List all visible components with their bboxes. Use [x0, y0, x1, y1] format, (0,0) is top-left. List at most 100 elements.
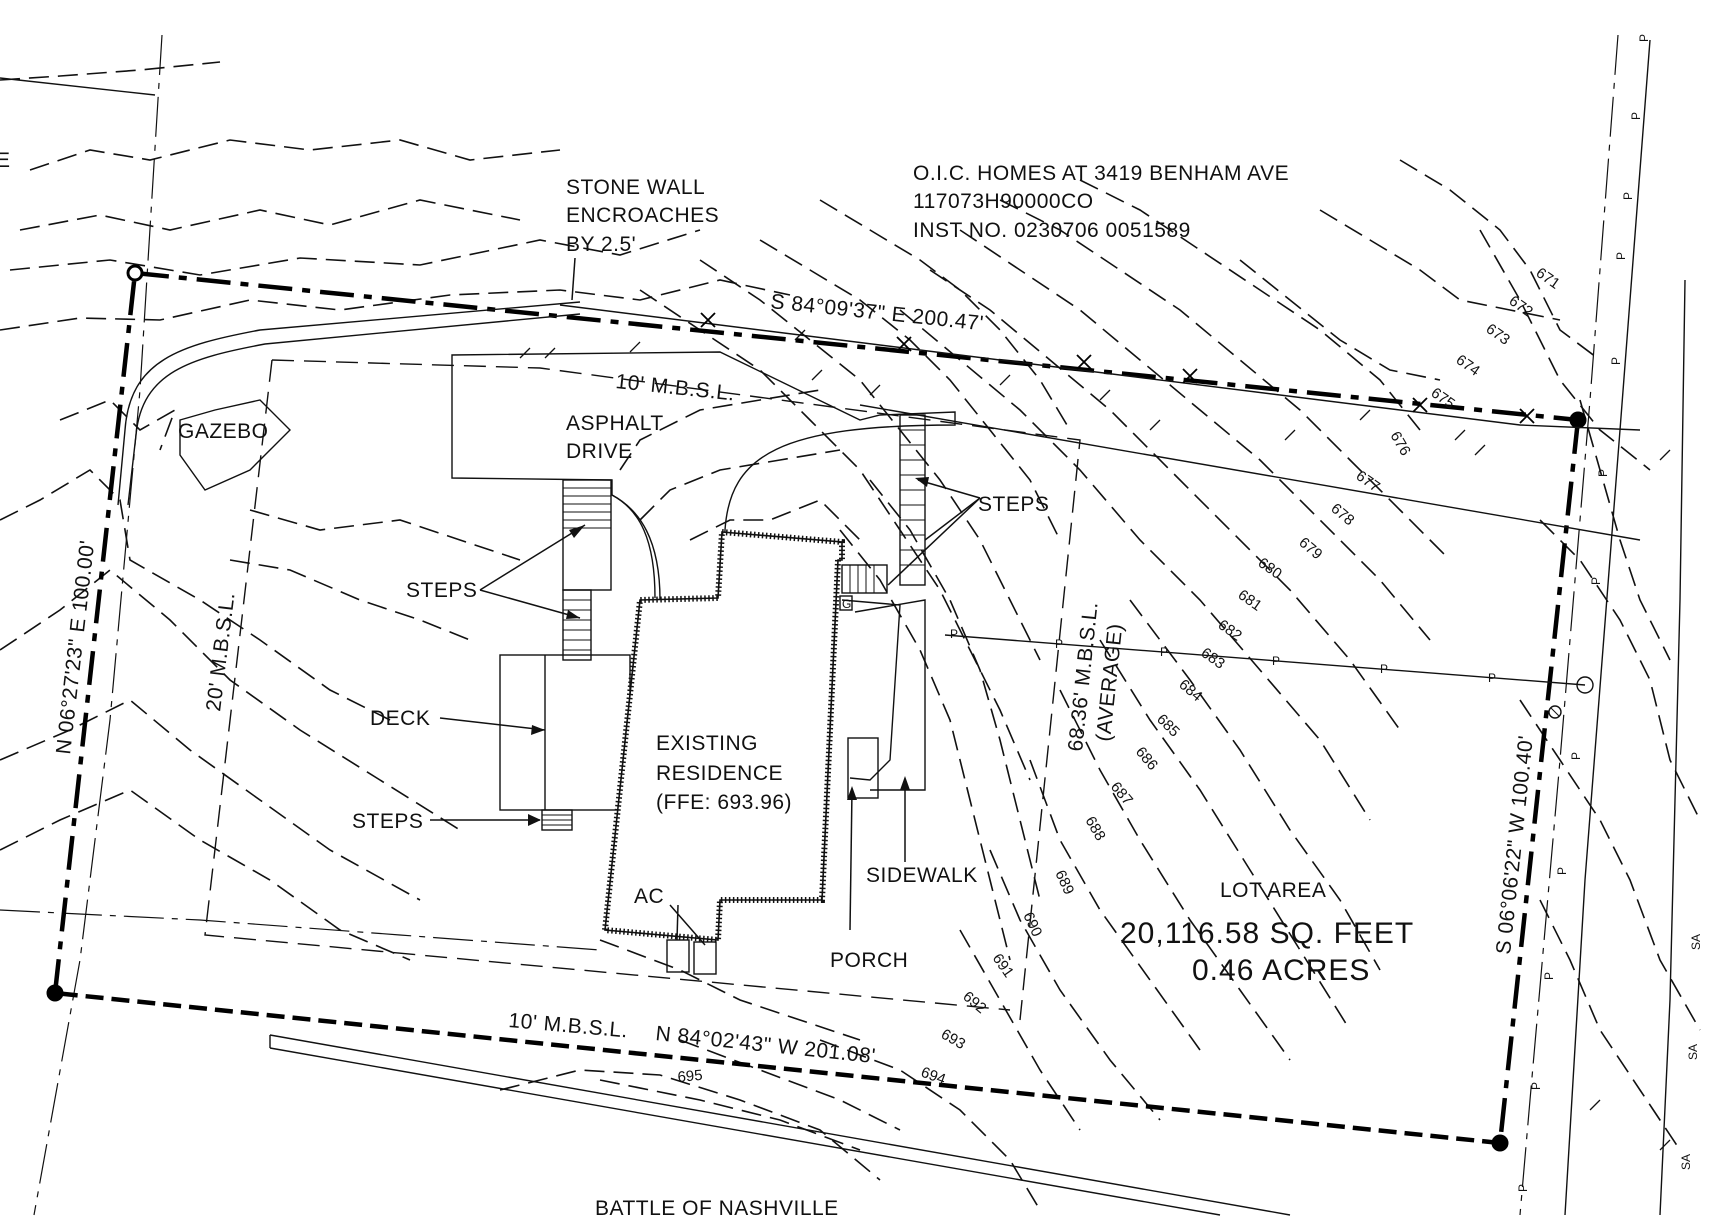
- svg-text:SA: SA: [1679, 1154, 1693, 1170]
- gazebo-label: GAZEBO: [178, 420, 269, 443]
- svg-text:681: 681: [1235, 586, 1265, 614]
- svg-text:682: 682: [1215, 616, 1245, 644]
- svg-text:P: P: [1569, 752, 1583, 760]
- lot-area-sqft: 20,116.58 SQ. FEET: [1120, 917, 1414, 950]
- svg-text:674: 674: [1453, 351, 1483, 379]
- road-edge: [269, 1034, 1291, 1216]
- asphalt-drive-label-1: ASPHALT: [566, 412, 664, 435]
- bearing-south: N 84°02'43" W 201.08': [654, 1022, 876, 1068]
- gas-meter-box: [839, 595, 853, 611]
- corner-pin-nw: [126, 264, 144, 282]
- sidewalk-label: SIDEWALK: [866, 864, 978, 887]
- svg-text:P: P: [1555, 867, 1569, 875]
- slope-marks: [519, 329, 1671, 1151]
- svg-text:672: 672: [1506, 292, 1536, 320]
- residence-label-1: EXISTING: [656, 732, 758, 755]
- svg-text:671: 671: [1533, 264, 1563, 292]
- owner-note-line1: O.I.C. HOMES AT 3419 BENHAM AVE: [913, 162, 1289, 185]
- porch-label: PORCH: [830, 949, 908, 972]
- steps-label-south: STEPS: [352, 810, 423, 833]
- svg-text:P: P: [1629, 112, 1643, 120]
- svg-text:P: P: [1589, 577, 1603, 585]
- cut-off-label: E: [0, 149, 11, 172]
- corner-pin-ne: [1569, 411, 1587, 429]
- svg-text:673: 673: [1483, 320, 1513, 348]
- svg-text:P: P: [1488, 671, 1496, 685]
- lot-area-acres: 0.46 ACRES: [1192, 954, 1370, 987]
- contour-lines: [0, 61, 1701, 1211]
- street-name: BATTLE OF NASHVILLE: [595, 1197, 839, 1220]
- corner-pin-sw: [46, 984, 64, 1002]
- svg-text:687: 687: [1107, 779, 1136, 809]
- stone-wall: [117, 257, 581, 506]
- svg-text:P: P: [1614, 252, 1628, 260]
- gas-meter-label: G: [842, 597, 851, 611]
- stone-wall-line3: BY 2.5': [566, 233, 636, 256]
- leaders: [430, 477, 981, 946]
- owner-note-line3: INST NO. 0230706 0051589: [913, 219, 1191, 242]
- power-line: P P P P P P: [944, 627, 1594, 719]
- svg-text:P: P: [1380, 662, 1388, 676]
- svg-text:683: 683: [1198, 644, 1228, 672]
- setback-side-label: 20' M.B.S.L.: [202, 591, 239, 713]
- svg-text:676: 676: [1387, 429, 1414, 459]
- svg-text:678: 678: [1327, 500, 1357, 529]
- svg-text:P: P: [1637, 34, 1651, 42]
- porch: [847, 737, 879, 799]
- property-boundary: [46, 264, 1587, 1152]
- svg-text:P: P: [1609, 357, 1623, 365]
- svg-text:688: 688: [1082, 814, 1109, 844]
- ac-label: AC: [634, 885, 664, 908]
- svg-text:P: P: [1529, 1082, 1543, 1090]
- setback-front-label: 10' M.B.S.L.: [614, 370, 735, 405]
- fence-line: [559, 304, 1641, 541]
- svg-text:P: P: [1542, 972, 1556, 980]
- steps-label-east: STEPS: [978, 493, 1049, 516]
- residence-label-3: (FFE: 693.96): [656, 791, 792, 814]
- svg-text:P: P: [1596, 469, 1610, 477]
- svg-text:686: 686: [1132, 744, 1161, 774]
- power-marks-east: P P P P P P P P P P P P SA SA SA: [1516, 34, 1703, 1192]
- svg-text:P: P: [1055, 637, 1063, 651]
- owner-note-line2: 117073H90000CO: [913, 190, 1094, 213]
- residence-label-2: RESIDENCE: [656, 762, 783, 785]
- svg-text:695: 695: [677, 1067, 703, 1086]
- centerlines: [0, 34, 1686, 1216]
- steps-east: [841, 414, 926, 594]
- corner-pin-se: [1491, 1134, 1509, 1152]
- svg-text:P: P: [1272, 654, 1280, 668]
- ac-units: [666, 939, 717, 975]
- deck: [499, 654, 631, 811]
- steps-label-west: STEPS: [406, 579, 477, 602]
- setback-rear-label: 10' M.B.S.L.: [508, 1009, 629, 1042]
- svg-text:693: 693: [938, 1026, 968, 1053]
- steps-north: [562, 479, 612, 661]
- existing-residence: [601, 529, 845, 944]
- deck-label: DECK: [370, 707, 430, 730]
- asphalt-drive-label-2: DRIVE: [566, 440, 633, 463]
- lot-area-label: LOT AREA: [1220, 879, 1326, 902]
- svg-text:692: 692: [959, 988, 989, 1017]
- bearing-west: N 06°27'23" E 100.00': [52, 539, 99, 756]
- svg-text:P: P: [1160, 645, 1168, 659]
- svg-text:689: 689: [1051, 868, 1077, 898]
- svg-text:691: 691: [989, 951, 1017, 981]
- svg-text:P: P: [1516, 1184, 1530, 1192]
- bearing-east: S 06°06'22" W 100.40': [1492, 734, 1538, 955]
- svg-text:SA: SA: [1686, 1044, 1700, 1060]
- drive-curb: [611, 494, 656, 599]
- sidewalk: [841, 599, 926, 791]
- steps-south: [541, 809, 573, 831]
- svg-text:685: 685: [1153, 711, 1183, 741]
- svg-text:684: 684: [1175, 676, 1205, 705]
- stone-wall-line2: ENCROACHES: [566, 204, 719, 227]
- bearing-north: S 84°09'37" E 200.47': [769, 290, 984, 335]
- svg-text:690: 690: [1019, 910, 1045, 940]
- stone-wall-line1: STONE WALL: [566, 176, 705, 199]
- gazebo-outline: [179, 399, 291, 491]
- svg-text:679: 679: [1295, 534, 1325, 563]
- svg-text:P: P: [1621, 192, 1635, 200]
- svg-text:P: P: [950, 627, 958, 641]
- svg-text:SA: SA: [1689, 934, 1703, 950]
